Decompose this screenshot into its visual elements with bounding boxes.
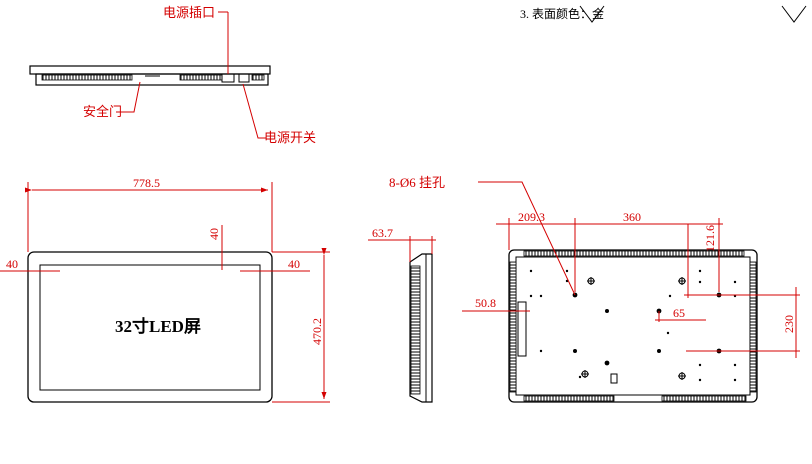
mount-holes bbox=[572, 292, 722, 366]
side-panel bbox=[517, 301, 527, 357]
back-edge-offset-label: 50.8 bbox=[475, 296, 496, 310]
back-outer-frame bbox=[508, 249, 758, 403]
back-vents-bottom-left bbox=[523, 395, 615, 402]
front-height-label: 470.2 bbox=[310, 318, 324, 345]
power-socket-back bbox=[610, 373, 618, 384]
finish-symbol-2 bbox=[781, 5, 807, 23]
back-vents-bottom-right bbox=[661, 395, 747, 402]
bezel-right-label: 40 bbox=[288, 257, 300, 271]
back-offset-y-label: 121.6 bbox=[703, 225, 717, 252]
top-note: 3. 表面颜色：金 bbox=[520, 5, 807, 23]
power-socket-label: 电源插口 bbox=[163, 5, 215, 20]
cross-marks bbox=[581, 277, 686, 380]
mount-hole bbox=[604, 360, 610, 366]
front-width-label: 778.5 bbox=[133, 176, 160, 190]
vent-strip-right bbox=[179, 74, 223, 81]
safety-door-leader bbox=[116, 81, 141, 113]
bezel-top-label: 40 bbox=[207, 228, 221, 240]
mount-holes-leader bbox=[478, 181, 576, 296]
power-switch-leader bbox=[242, 83, 266, 139]
side-view: 63.7 bbox=[368, 226, 436, 403]
front-view: 32寸LED屏 778.5 40 40 40 470.2 bbox=[0, 176, 330, 403]
side-profile bbox=[409, 253, 433, 403]
front-screen bbox=[39, 264, 261, 391]
back-vents-left bbox=[509, 261, 517, 393]
bezel-left-label: 40 bbox=[6, 257, 18, 271]
back-offset-x-label: 209.3 bbox=[518, 210, 545, 224]
power-socket-shape bbox=[221, 73, 235, 83]
back-hole-spacing-x-label: 360 bbox=[623, 210, 641, 224]
finish-symbol bbox=[579, 5, 605, 23]
mount-hole bbox=[573, 349, 577, 353]
vent-strip-left bbox=[41, 74, 133, 81]
back-vents-right bbox=[749, 261, 757, 393]
power-switch-label: 电源开关 bbox=[264, 130, 316, 145]
power-switch-shape bbox=[238, 73, 250, 83]
safety-door-label: 安全门 bbox=[83, 104, 122, 119]
back-vents-top bbox=[523, 250, 745, 257]
vent-strip-end bbox=[251, 74, 265, 81]
side-vents bbox=[410, 265, 421, 395]
bottom-edge-view: 电源插口 安全门 电源开关 bbox=[29, 5, 316, 145]
side-depth-label: 63.7 bbox=[372, 226, 393, 240]
mount-hole bbox=[657, 349, 661, 353]
edge-body bbox=[35, 73, 269, 86]
back-small-spacing-label: 65 bbox=[673, 306, 685, 320]
screen-size-label: 32寸LED屏 bbox=[115, 316, 201, 336]
edge-frame bbox=[29, 65, 271, 75]
mount-hole bbox=[605, 309, 609, 313]
mount-holes-label: 8-Ø6 挂孔 bbox=[389, 175, 445, 190]
back-view: 8-Ø6 挂孔 209.3 360 121.6 50.8 65 230 bbox=[389, 175, 800, 403]
screw-points bbox=[529, 269, 737, 382]
top-note-text: 3. 表面颜色：金 bbox=[520, 6, 604, 21]
back-hole-spacing-y-label: 230 bbox=[782, 315, 796, 333]
front-outer-frame bbox=[27, 251, 273, 403]
back-inner-frame bbox=[515, 256, 751, 396]
